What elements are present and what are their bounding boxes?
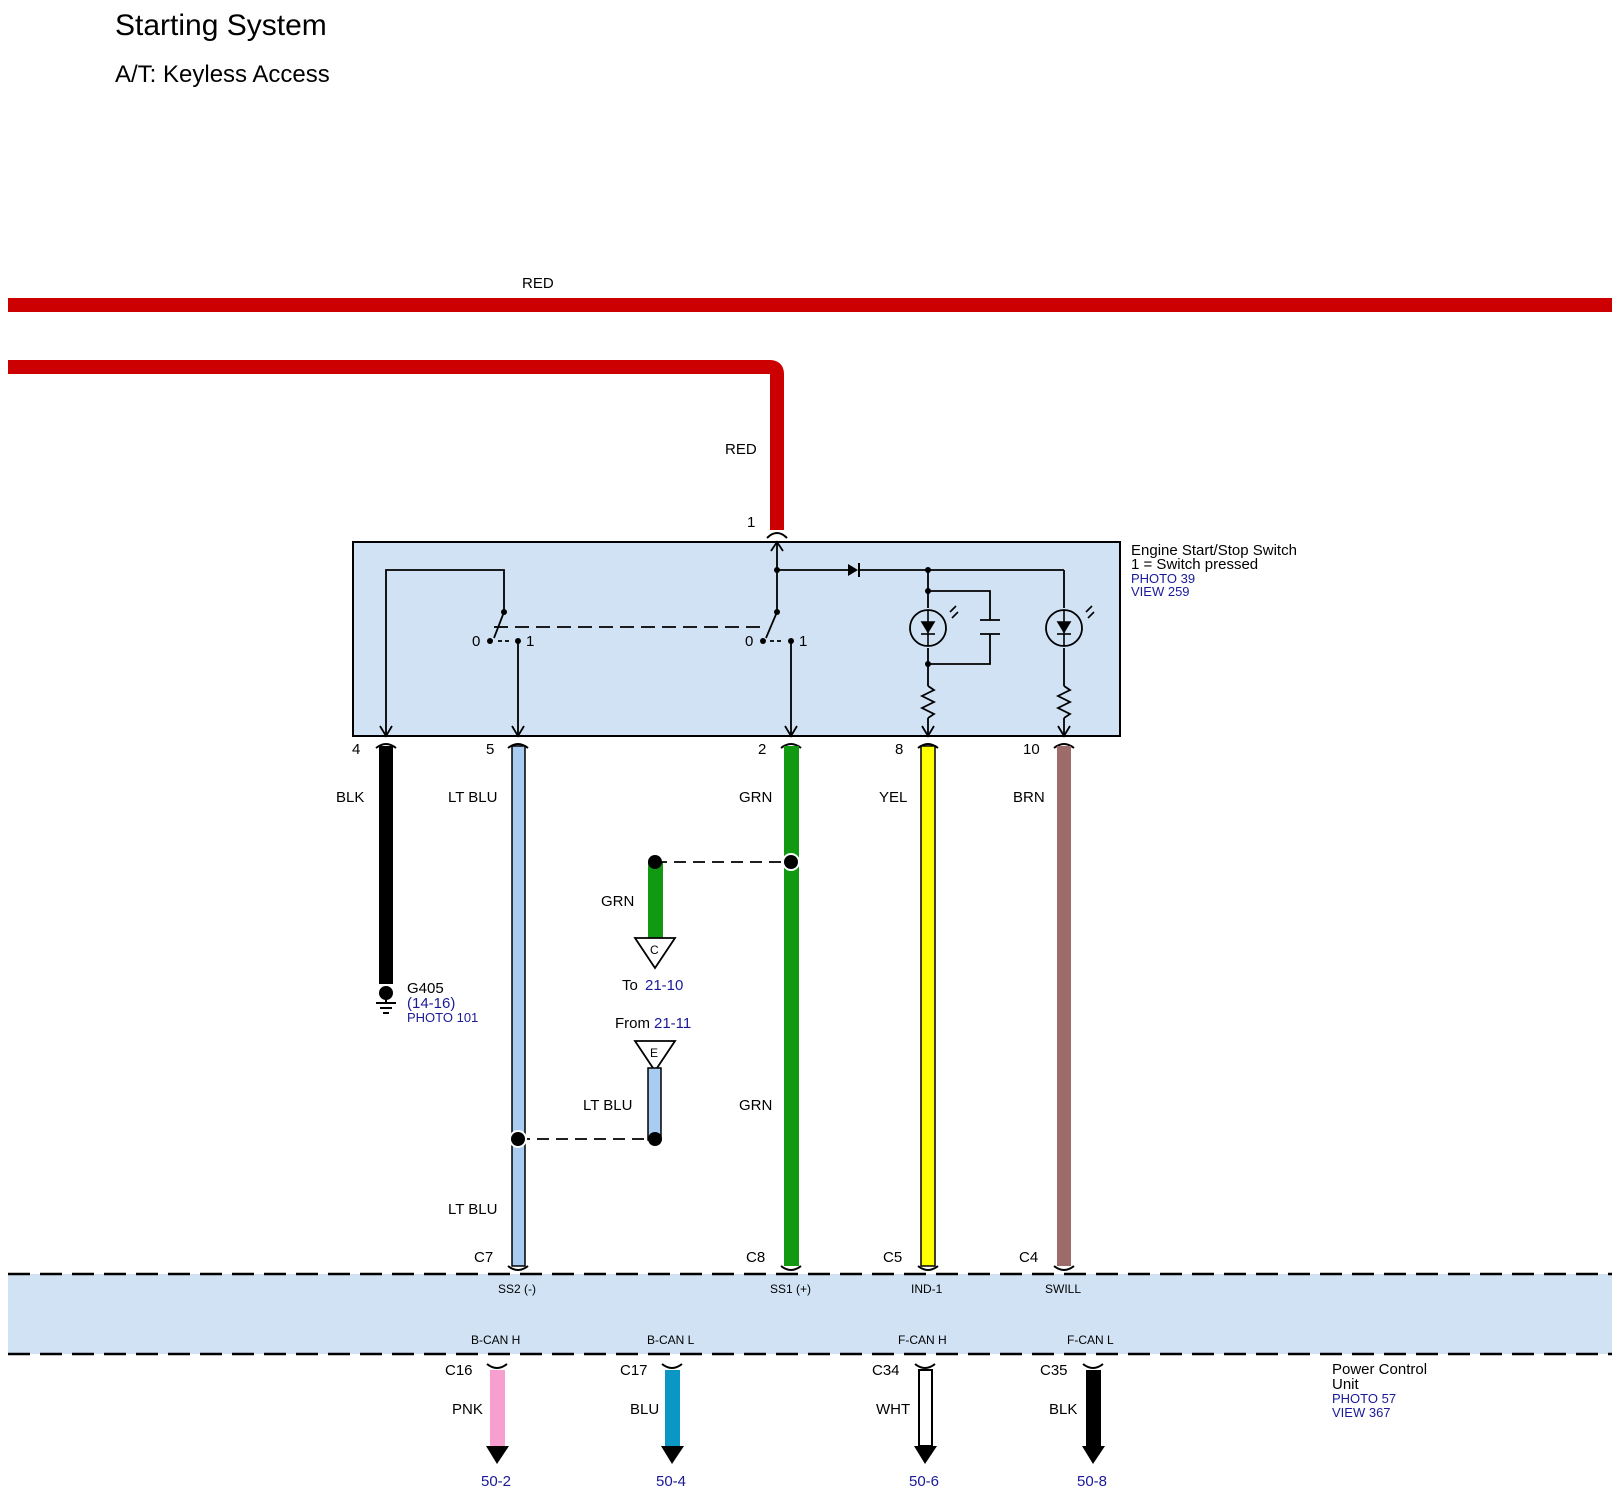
wire-label-grn-2: GRN (739, 789, 772, 806)
wire-label-lt-blu-branch: LT BLU (583, 1097, 632, 1114)
wire-label-lt-blu-5: LT BLU (448, 789, 497, 806)
wire-blk (379, 746, 393, 984)
pcu-name-line2: Unit (1332, 1376, 1360, 1393)
pcu-signal-fcanl: F-CAN L (1067, 1333, 1114, 1347)
wire-yel (920, 745, 936, 1267)
pcu-pin-c35: C35 (1040, 1362, 1068, 1379)
connector-c-label: C (650, 943, 659, 957)
pin-2: 2 (758, 741, 766, 758)
wire-label-wht: WHT (876, 1401, 910, 1418)
pcu-view-link[interactable]: VIEW 367 (1332, 1405, 1391, 1420)
wire-lt-blu (511, 745, 526, 1267)
pcu-name-line1: Power Control (1332, 1361, 1427, 1378)
wire-label-pnk: PNK (452, 1401, 483, 1418)
to-ref-link[interactable]: 21-10 (645, 977, 683, 994)
switch-pos-right-0: 0 (745, 633, 753, 650)
led-icon (920, 605, 959, 646)
wire-label-red-top: RED (522, 275, 554, 292)
switch-view-link[interactable]: VIEW 259 (1131, 584, 1190, 599)
pcu-signal-bcanl: B-CAN L (647, 1333, 695, 1347)
connector-c-icon (633, 937, 677, 970)
splice-point (784, 855, 798, 869)
wire-grn-branch (648, 862, 663, 940)
wire-pnk (490, 1370, 505, 1446)
arrow-down-icon (914, 1446, 937, 1464)
pcu-signal-ss1: SS1 (+) (770, 1282, 811, 1296)
pcu-pin-c8: C8 (746, 1249, 765, 1266)
wire-label-red-vertical: RED (725, 441, 757, 458)
pcu-bottom-terminal-marks (486, 1363, 1104, 1369)
connector-e-label: E (650, 1046, 658, 1060)
pin-8: 8 (895, 741, 903, 758)
ground-ref: (14-16) (407, 995, 455, 1012)
red-wire-to-switch (8, 360, 784, 530)
wire-brn (1057, 746, 1071, 1266)
diode-icon (848, 563, 860, 577)
page-title: Starting System (115, 9, 327, 42)
page-subtitle: A/T: Keyless Access (115, 61, 330, 88)
pcu-signal-ss2: SS2 (-) (498, 1282, 536, 1296)
wire-wht (918, 1369, 933, 1447)
wire-label-brn: BRN (1013, 789, 1045, 806)
switch-pos-right-1: 1 (799, 633, 807, 650)
wire-label-grn-lower: GRN (739, 1097, 772, 1114)
arrow-down-icon (486, 1446, 509, 1464)
pcu-band (8, 1274, 1612, 1354)
pcu-pin-c16: C16 (445, 1362, 473, 1379)
splice-point (648, 855, 662, 869)
switch-note: 1 = Switch pressed (1131, 556, 1258, 573)
wire-label-blk: BLK (336, 789, 364, 806)
wire-label-grn-branch: GRN (601, 893, 634, 910)
pcu-photo-link[interactable]: PHOTO 57 (1332, 1391, 1396, 1406)
wire-label-yel: YEL (879, 789, 907, 806)
pin-5: 5 (486, 741, 494, 758)
wire-lt-blu-branch (647, 1067, 662, 1141)
connector-e-icon (633, 1040, 677, 1073)
wire-grn (784, 746, 799, 1266)
pcu-terminal-marks (507, 1265, 1075, 1271)
arrow-down-icon (1082, 1446, 1105, 1464)
wire-label-blu: BLU (630, 1401, 659, 1418)
ground-name: G405 (407, 980, 444, 997)
pcu-pin-c17: C17 (620, 1362, 648, 1379)
wire-label-blk-lower: BLK (1049, 1401, 1077, 1418)
from-prefix: From (615, 1015, 650, 1032)
ground-icon (376, 986, 396, 1014)
contact-dots (487, 567, 931, 667)
pcu-pin-c7: C7 (474, 1249, 493, 1266)
wire-label-lt-blu-lower: LT BLU (448, 1201, 497, 1218)
switch-pos-left-1: 1 (526, 633, 534, 650)
red-bus-top (8, 298, 1612, 312)
arrow-down-icon (661, 1446, 684, 1464)
pin-4: 4 (352, 741, 360, 758)
pcu-pin-c5: C5 (883, 1249, 902, 1266)
pin-1: 1 (747, 514, 755, 531)
ref-link-50-2[interactable]: 50-2 (481, 1473, 511, 1490)
splice-point (648, 1132, 662, 1146)
led-icon (1056, 605, 1095, 646)
pcu-signal-swill: SWILL (1045, 1282, 1081, 1296)
from-ref-link[interactable]: 21-11 (654, 1015, 691, 1032)
wire-blk-lower (1086, 1370, 1101, 1446)
terminal-marks (375, 532, 1075, 749)
pcu-pin-c34: C34 (872, 1362, 900, 1379)
switch-pos-left-0: 0 (472, 633, 480, 650)
ref-link-50-8[interactable]: 50-8 (1077, 1473, 1107, 1490)
pcu-pin-c4: C4 (1019, 1249, 1038, 1266)
wire-blu (665, 1370, 680, 1446)
switch-photo-link[interactable]: PHOTO 39 (1131, 571, 1195, 586)
ref-link-50-4[interactable]: 50-4 (656, 1473, 686, 1490)
pcu-signal-ind1: IND-1 (911, 1282, 943, 1296)
ref-link-50-6[interactable]: 50-6 (909, 1473, 939, 1490)
pin-10: 10 (1023, 741, 1040, 758)
pcu-signal-bcanh: B-CAN H (471, 1333, 520, 1347)
switch-name: Engine Start/Stop Switch (1131, 542, 1297, 559)
pcu-signal-fcanh: F-CAN H (898, 1333, 947, 1347)
ground-photo-link[interactable]: PHOTO 101 (407, 1010, 478, 1025)
switch-body (352, 541, 1121, 737)
to-prefix: To (622, 977, 638, 994)
splice-point (511, 1132, 525, 1146)
